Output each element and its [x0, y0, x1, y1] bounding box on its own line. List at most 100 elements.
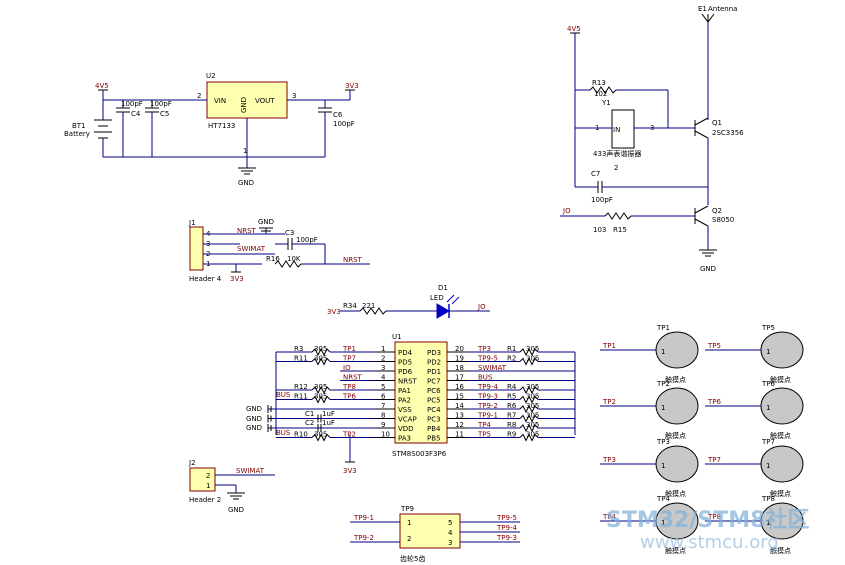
rf-section: 4V5 E1 Antenna R13 102 Y1 IN 1 3 2 433声表…	[560, 5, 744, 273]
u1-left-pin-num: 7	[381, 402, 385, 410]
u1-left-pin-num: 9	[381, 421, 385, 429]
touch-pad-label: 触摸点	[665, 431, 686, 440]
c3-value: 100pF	[296, 236, 318, 244]
j1-connector	[189, 226, 204, 271]
tp9-pin4: 4	[448, 529, 453, 537]
q1-transistor	[694, 117, 709, 205]
c5-capacitor	[145, 100, 159, 157]
u1-left-net: TP7	[342, 355, 356, 363]
u1-left-res-ref: R11	[294, 355, 308, 363]
u1-left-resistor	[311, 433, 331, 442]
u1-right-pin-label: PD1	[427, 368, 441, 376]
c7-value: 100pF	[591, 196, 613, 204]
touch-pad-net: TP7	[707, 456, 721, 464]
j2-swimat: SWIMAT	[236, 467, 265, 475]
u1-left-pin-num: 10	[381, 431, 390, 439]
c6-ref: C6	[333, 111, 343, 119]
battery-icon	[94, 100, 112, 157]
u1-right-pin-num: 16	[455, 383, 464, 391]
u1-right-res-ref: R1	[507, 345, 516, 353]
u1-left-net: TP8	[342, 383, 356, 391]
u1-left-res-val: 305	[314, 431, 327, 439]
u1-right-resistor	[519, 404, 539, 414]
u1-left-pin-label: VDD	[398, 425, 414, 433]
u1-left-pin-label: PA3	[398, 435, 411, 443]
touch-pad-pin: 1	[766, 462, 770, 470]
touch-pad-label: 触摸点	[770, 489, 791, 498]
u1-right-resistor	[519, 423, 539, 433]
u1-left-pin-num: 8	[381, 412, 385, 420]
u1-right-res-val: 305	[526, 402, 539, 410]
u1-right-res-val: 305	[526, 355, 539, 363]
j2-connector	[189, 467, 216, 492]
j1-gnd-icon	[259, 227, 273, 234]
j1-3v3: 3V3	[230, 275, 244, 283]
u1-gnd2: GND	[246, 415, 262, 423]
u1-right-net: TP4	[477, 421, 491, 429]
u2-pin1: 1	[243, 147, 247, 155]
c5-value: 100pF	[150, 100, 172, 108]
r16-resistor	[274, 260, 302, 268]
c1-ref: C1	[305, 410, 314, 418]
u1-left-res-val: 305	[314, 393, 327, 401]
u1-left-net: NRST	[343, 374, 363, 382]
tp9-r3: TP9-3	[496, 534, 517, 542]
touch-pad-label: 触摸点	[665, 546, 686, 555]
tp9-ref: TP9	[400, 505, 414, 513]
touch-pad-label: 触摸点	[770, 546, 791, 555]
y1-ref: Y1	[601, 99, 611, 107]
touch-pad-label: 触摸点	[770, 431, 791, 440]
r16-value: 10K	[287, 255, 301, 263]
led-name: LED	[430, 294, 444, 302]
led-jo: JO	[477, 303, 486, 311]
antenna-icon	[701, 13, 715, 120]
u1-right-resistor	[519, 385, 539, 395]
touch-pad-ref: TP5	[761, 324, 775, 332]
u2-ref: U2	[206, 72, 216, 80]
rf-4v5: 4V5	[567, 25, 581, 33]
u1-right-resistor	[519, 433, 539, 442]
u1-left-pin-num: 4	[381, 374, 386, 382]
j1-ref: J1	[188, 219, 196, 227]
u1-left-net: JO	[342, 364, 351, 372]
u1-right-net: TP3	[477, 345, 491, 353]
u1-right-res-val: 305	[526, 345, 539, 353]
u2-vin: VIN	[214, 97, 226, 105]
u2-pin3: 3	[292, 92, 296, 100]
r13-ref: R13	[592, 79, 606, 87]
j2-gnd: GND	[228, 506, 244, 514]
tp9-r4: TP9-4	[496, 524, 517, 532]
u1-left-res-ref: R10	[294, 431, 308, 439]
u1-left-resistor	[311, 347, 331, 357]
u1-left-res-ref: R12	[294, 383, 308, 391]
u1-3v3: 3V3	[343, 467, 357, 475]
u1-ref: U1	[392, 333, 402, 341]
u1-right-pin-label: PD3	[427, 349, 441, 357]
r15-value: 103	[593, 226, 606, 234]
touch-pad-pin: 1	[766, 519, 770, 527]
u1-left-pin-num: 6	[381, 393, 386, 401]
u1-left-pin-label: PA2	[398, 397, 411, 405]
led-3v3: 3V3	[327, 308, 341, 316]
u1-right-resistor	[519, 414, 539, 423]
touch-pad-label: 触摸点	[665, 375, 686, 384]
u1-right-net: TP5	[477, 431, 491, 439]
u1-right-net: TP9-2	[477, 402, 498, 410]
u1-right-res-val: 305	[526, 431, 539, 439]
u1-right-pin-label: PC4	[427, 406, 441, 414]
u1-right-pin-label: PC6	[427, 387, 441, 395]
u1-right-pin-num: 20	[455, 345, 464, 353]
u1-right-pin-label: PB4	[427, 425, 441, 433]
touch-pad-net: TP5	[707, 342, 721, 350]
v4v5-label: 4V5	[95, 82, 109, 90]
touch-pads: TP11TP1触摸点TP51TP5触摸点TP21TP2触摸点TP61TP6触摸点…	[600, 324, 804, 555]
u1-right-res-ref: R9	[507, 431, 516, 439]
u1-right-res-val: 305	[526, 383, 539, 391]
rf-gnd: GND	[700, 265, 716, 273]
r13-resistor	[589, 86, 617, 94]
u2-pin2: 2	[197, 92, 201, 100]
u1-left-pin-label: PD5	[398, 359, 412, 367]
antenna-label: Antenna	[708, 5, 737, 13]
